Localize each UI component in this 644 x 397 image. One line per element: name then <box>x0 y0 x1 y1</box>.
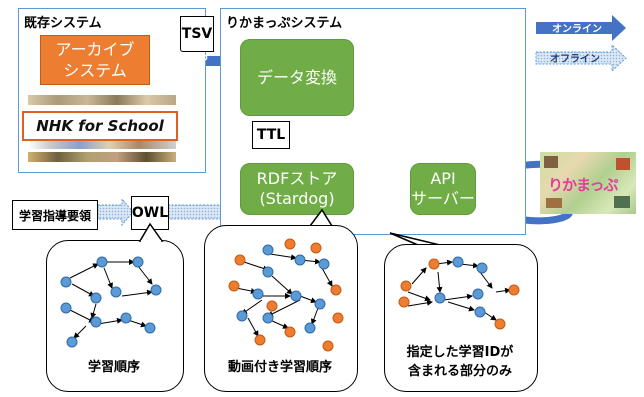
nhk-logo-text: NHK for School <box>36 117 164 135</box>
legend-offline-label: オフライン <box>550 54 600 65</box>
nhk-thumbnails-bottom <box>28 152 176 162</box>
site-thumb-d <box>546 198 562 208</box>
nhk-thumbnails-mid <box>28 141 176 149</box>
legend-online-arrow <box>536 15 626 41</box>
rdf-store-box[interactable]: RDFストア (Stardog) <box>240 163 354 215</box>
graph-learning-order-nodes <box>60 256 162 348</box>
site-thumb-a <box>544 156 558 168</box>
graph-filtered-nodes <box>398 256 520 330</box>
rikamap-site-screenshot[interactable]: りかまっぷ <box>540 152 636 214</box>
caption-video-learning-order: 動画付き学習順序 <box>227 360 332 375</box>
site-thumb-c <box>614 196 630 208</box>
graph-video-order <box>235 253 333 337</box>
nhk-for-school-logo[interactable]: NHK for School <box>22 111 178 141</box>
graph-filtered <box>407 259 511 321</box>
bubble-learning-order <box>46 240 184 392</box>
caption-filtered-subset: 指定した学習IDが 含まれる部分のみ <box>406 345 514 379</box>
api-server-box[interactable]: API サーバー <box>410 163 476 215</box>
tsv-document[interactable]: TSV <box>180 16 214 52</box>
ftp-label: FTP <box>183 53 208 69</box>
archive-system-box[interactable]: アーカイブ システム <box>40 35 150 85</box>
site-thumb-b <box>616 158 630 170</box>
ttl-document[interactable]: TTL <box>252 121 290 149</box>
legend-online-label: オンライン <box>552 24 602 35</box>
caption-learning-order: 学習順序 <box>87 360 140 375</box>
legend-offline-arrow <box>535 43 627 73</box>
nhk-thumbnails-top <box>28 95 176 105</box>
rikamap-system-title: りかまっぷシステム <box>226 16 343 31</box>
curriculum-to-owl-arrow <box>97 197 134 227</box>
curriculum-box[interactable]: 学習指導要領 <box>12 200 98 230</box>
legacy-system-title: 既存システム <box>24 16 102 31</box>
bubble-filtered-subset <box>384 244 538 392</box>
graph-learning-order <box>69 259 153 339</box>
bubble-video-learning-order <box>204 225 358 392</box>
graph-video-order-nodes <box>228 238 344 352</box>
site-logo: りかまっぷ <box>548 176 618 194</box>
data-convert-box[interactable]: データ変換 <box>240 39 354 116</box>
